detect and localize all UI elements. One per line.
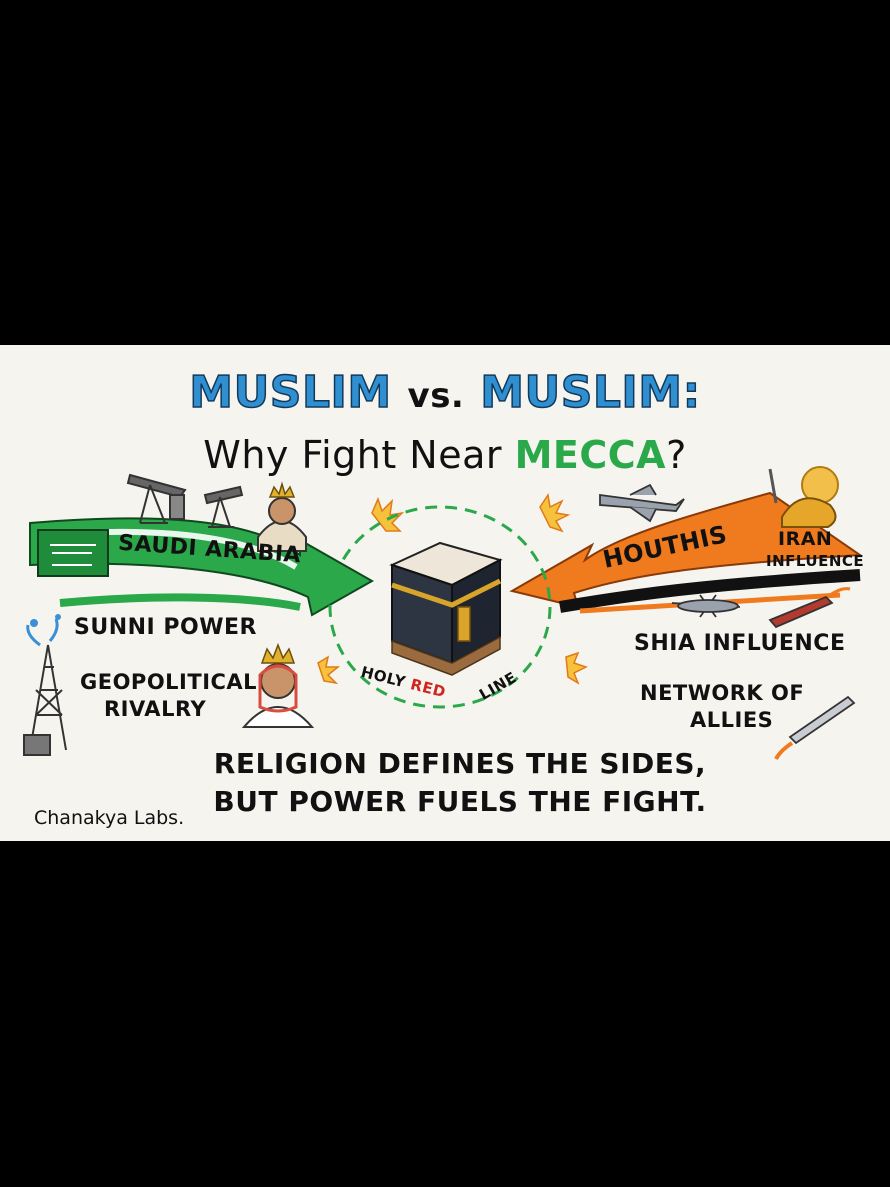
allies-label: ALLIES <box>690 708 774 732</box>
saudi-flag-icon <box>37 529 109 577</box>
title-colon: : <box>682 366 701 419</box>
caption-line-2: BUT POWER FUELS THE FIGHT. <box>213 785 707 818</box>
oil-pump-icon <box>126 473 244 528</box>
explosion-icon <box>317 493 588 685</box>
iran-label: IRAN <box>778 528 833 550</box>
oil-derrick-icon <box>23 614 67 756</box>
illustration-layer <box>23 466 863 760</box>
missile-icon <box>768 587 856 760</box>
subtitle-prefix: Why Fight Near <box>203 433 515 477</box>
title-word-1: MUSLIM <box>189 366 392 419</box>
rivalry-label: RIVALRY <box>104 697 207 721</box>
network-of-label: NETWORK OF <box>640 681 805 705</box>
subtitle: Why Fight Near MECCA? <box>0 433 890 477</box>
title-vs: vs. <box>407 376 465 416</box>
iran-influence-label: INFLUENCE <box>766 552 865 570</box>
subtitle-mecca: MECCA <box>514 433 667 477</box>
saudi-royal-icon <box>241 481 315 728</box>
geopolitical-label: GEOPOLITICAL <box>80 670 258 694</box>
kaaba-icon <box>389 541 503 676</box>
caption-line-1: RELIGION DEFINES THE SIDES, <box>213 747 707 780</box>
shia-influence-label: SHIA INFLUENCE <box>634 631 846 656</box>
sunni-power-label: SUNNI POWER <box>74 615 257 640</box>
subtitle-suffix: ? <box>666 433 687 477</box>
holy-ring <box>328 505 552 709</box>
drone-icon <box>599 483 741 618</box>
title-word-2: MUSLIM <box>479 366 683 419</box>
iran-lion-sun-icon <box>768 466 839 528</box>
main-title: MUSLIM vs. MUSLIM: <box>0 366 890 419</box>
infographic-panel: MUSLIM vs. MUSLIM: Why Fight Near MECCA?… <box>0 345 890 841</box>
credit-text: Chanakya Labs. <box>34 807 185 829</box>
